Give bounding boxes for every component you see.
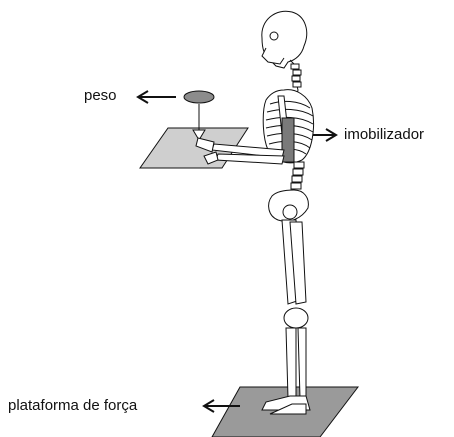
immobilizer-label: imobilizador	[344, 127, 424, 142]
forearm-2	[216, 154, 284, 164]
weight-label: peso	[84, 88, 117, 103]
fibula	[298, 328, 306, 398]
knee	[284, 308, 308, 328]
immobilizer	[282, 118, 294, 162]
weight-arrow	[138, 91, 176, 103]
tibia	[286, 328, 296, 398]
force-platform-label: plataforma de força	[8, 398, 137, 413]
weight-disc	[184, 91, 214, 103]
skeleton	[196, 11, 314, 414]
eye-socket	[270, 32, 278, 40]
